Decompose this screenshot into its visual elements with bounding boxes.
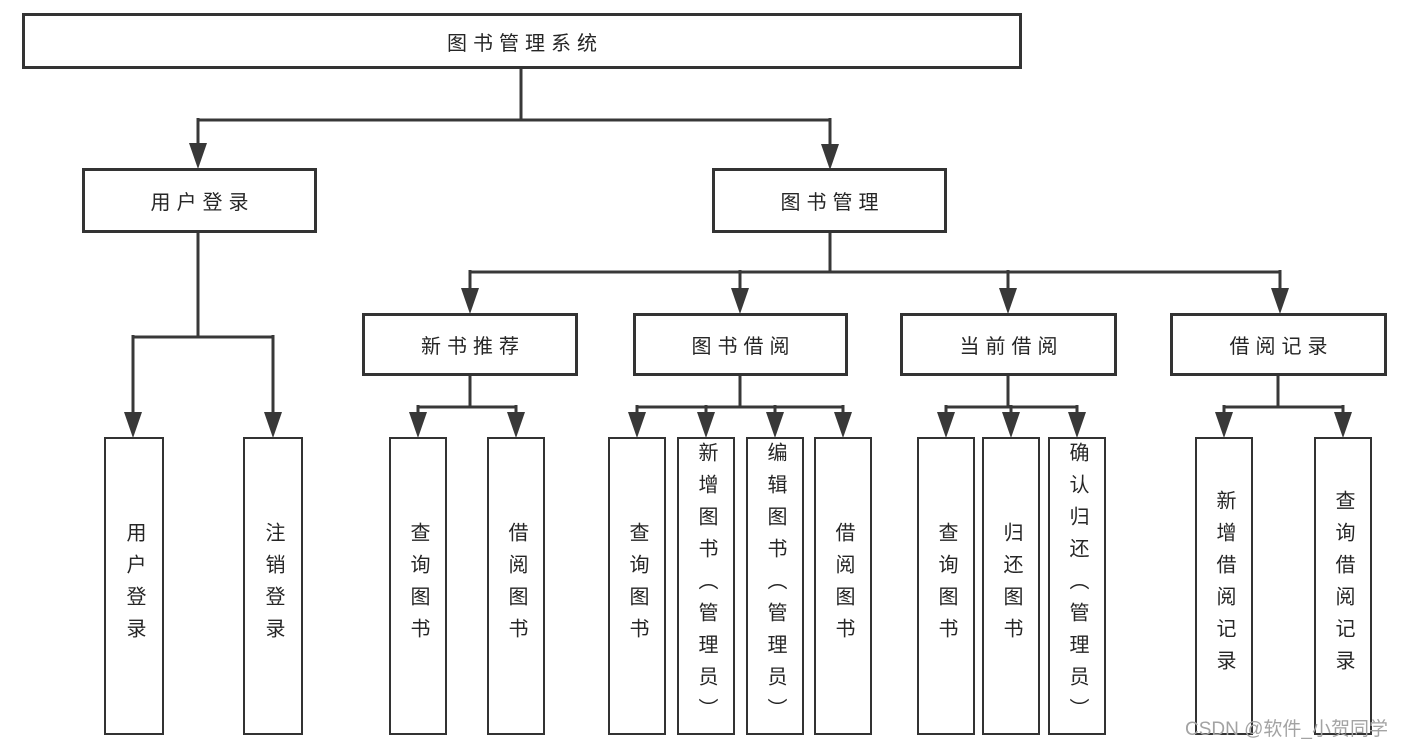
node-user-login: 用户登录	[82, 168, 317, 233]
leaf-query-books-1: 查询图书	[389, 437, 447, 735]
node-book-management: 图书管理	[712, 168, 947, 233]
connector-bookmgmt-to-level3	[461, 233, 1289, 314]
leaf-add-books-admin: 新增图书（管理员）	[677, 437, 735, 735]
connector-root-to-level2	[189, 69, 839, 170]
leaf-query-books-2: 查询图书	[608, 437, 666, 735]
connector-userlogin-to-leaves	[124, 233, 282, 438]
leaf-borrow-books-1: 借阅图书	[487, 437, 545, 735]
csdn-watermark: CSDN @软件_小贺同学	[1185, 719, 1388, 740]
leaf-confirm-return-admin: 确认归还（管理员）	[1048, 437, 1106, 735]
node-root-label: 图书管理系统	[447, 32, 603, 55]
connector-borrowing-to-leaves	[628, 376, 852, 438]
node-new-book-recommend: 新书推荐	[362, 313, 578, 376]
node-book-management-label: 图书管理	[780, 192, 885, 214]
node-book-borrow-label: 图书借阅	[691, 336, 796, 358]
leaf-borrow-books-2: 借阅图书	[814, 437, 872, 735]
node-current-borrow: 当前借阅	[900, 313, 1117, 376]
leaf-query-borrow-record: 查询借阅记录	[1314, 437, 1372, 735]
leaf-add-borrow-record: 新增借阅记录	[1195, 437, 1253, 735]
leaf-logout: 注销登录	[243, 437, 303, 735]
leaf-query-books-3: 查询图书	[917, 437, 975, 735]
node-new-book-recommend-label: 新书推荐	[421, 336, 525, 358]
connector-current-to-leaves	[937, 376, 1086, 438]
connector-newbooks-to-leaves	[409, 376, 525, 438]
leaf-edit-books-admin: 编辑图书（管理员）	[746, 437, 804, 735]
node-book-borrow: 图书借阅	[633, 313, 848, 376]
node-borrow-records: 借阅记录	[1170, 313, 1387, 376]
leaf-user-login: 用户登录	[104, 437, 164, 735]
node-borrow-records-label: 借阅记录	[1229, 336, 1334, 358]
node-current-borrow-label: 当前借阅	[959, 336, 1064, 358]
leaf-return-books: 归还图书	[982, 437, 1040, 735]
connector-records-to-leaves	[1215, 376, 1352, 438]
node-root-system: 图书管理系统	[22, 13, 1022, 69]
node-user-login-label: 用户登录	[150, 192, 255, 214]
